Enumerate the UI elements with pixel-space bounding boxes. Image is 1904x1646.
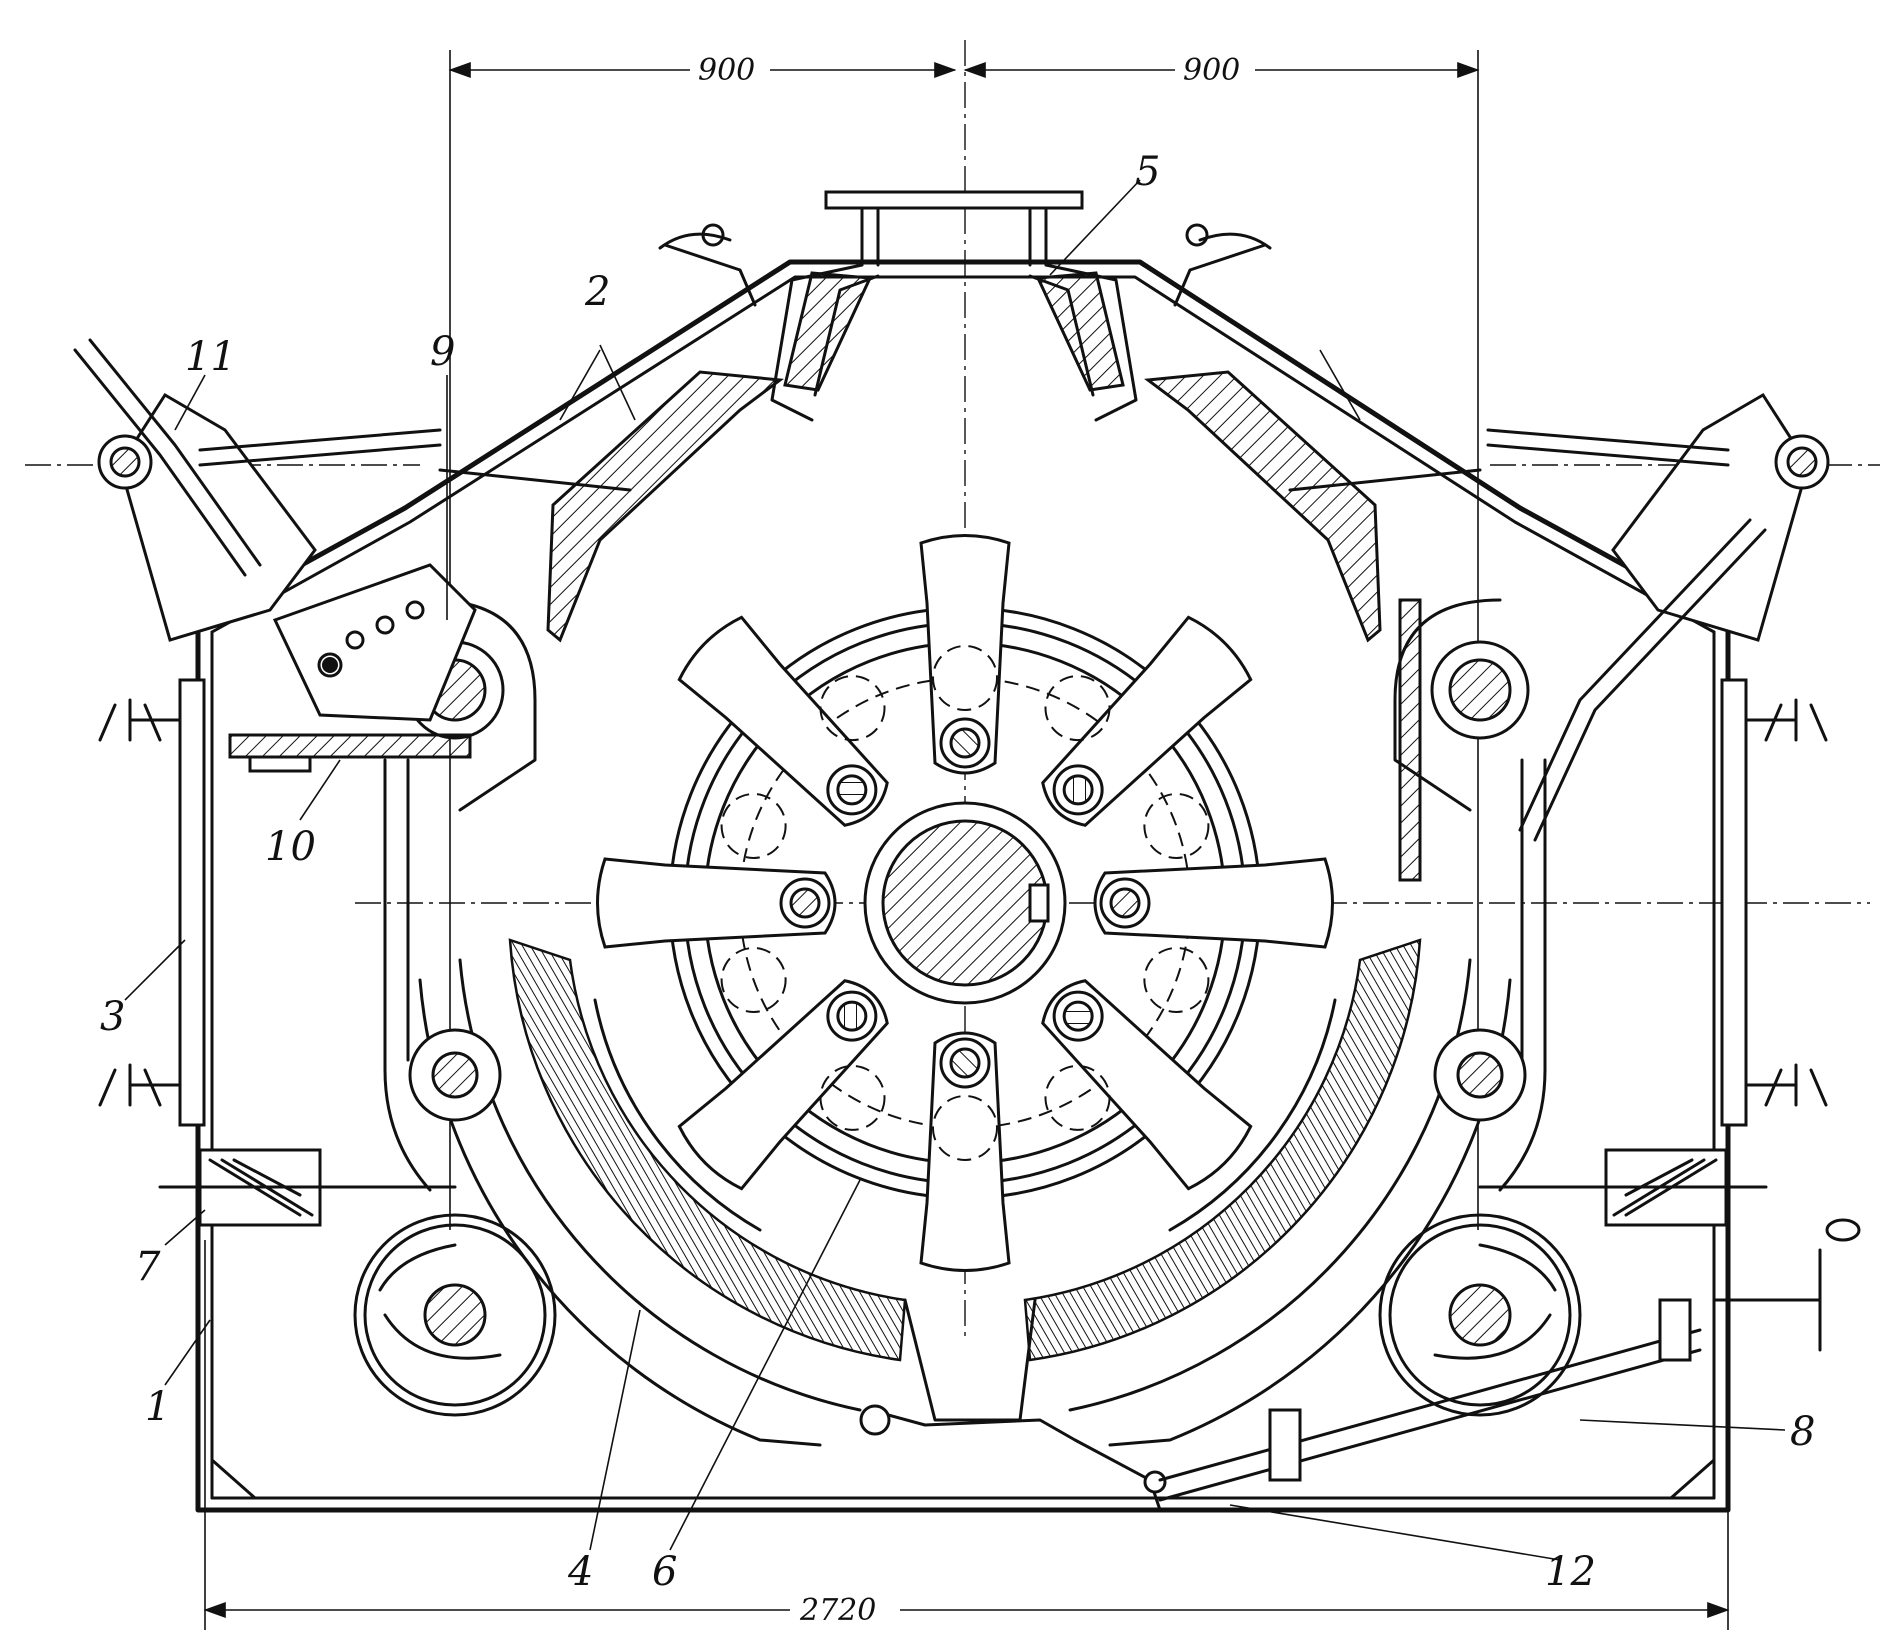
hammer	[596, 857, 837, 949]
hammer	[1041, 615, 1253, 827]
hammer	[919, 1031, 1011, 1272]
dimension-right-half: 900	[1183, 53, 1240, 88]
callout-3: 3	[100, 994, 125, 1040]
dimension-overall-width: 2720	[799, 1593, 876, 1628]
callout-8: 8	[1790, 1409, 1815, 1455]
hammer-pin	[1143, 793, 1210, 859]
hammer	[677, 615, 889, 827]
leader-lines	[124, 179, 1786, 1561]
callout-11: 11	[185, 334, 236, 380]
callout-6: 6	[652, 1549, 677, 1595]
dimension-left-half: 900	[698, 53, 755, 88]
discharge-linkage	[859, 1298, 1702, 1512]
grate-pivots	[405, 640, 1530, 1122]
hammer-pin	[1044, 1064, 1111, 1131]
lower-eccentric-wheels	[353, 1213, 1582, 1417]
callout-7: 7	[135, 1244, 161, 1290]
hammer-pin	[1044, 675, 1111, 742]
hammer	[1041, 979, 1253, 1191]
hammer-pin	[720, 793, 787, 859]
side-doors	[98, 678, 1828, 1127]
hammer-pin	[932, 1095, 998, 1161]
callout-10: 10	[265, 824, 316, 870]
hammer-pin	[1143, 947, 1210, 1013]
callout-12: 12	[1545, 1549, 1596, 1595]
callout-1: 1	[145, 1384, 170, 1430]
hammer-pin	[932, 645, 998, 711]
hammer-pin	[720, 947, 787, 1013]
callout-4: 4	[567, 1549, 593, 1595]
hammers	[596, 534, 1334, 1272]
hammer-pin	[819, 675, 886, 742]
roof-screw-handles	[658, 223, 1272, 307]
spring-assemblies	[158, 1148, 1768, 1227]
hammer-pin	[819, 1064, 886, 1131]
hammer	[1093, 857, 1334, 949]
liner-plates	[438, 271, 1482, 643]
callout-5: 5	[1135, 149, 1160, 195]
hammer	[919, 534, 1011, 775]
hammer-pins	[720, 645, 1210, 1161]
callout-9: 9	[430, 329, 455, 375]
callout-2: 2	[584, 269, 610, 315]
hammer	[677, 979, 889, 1191]
adjustment-mechanisms	[73, 338, 1861, 1352]
